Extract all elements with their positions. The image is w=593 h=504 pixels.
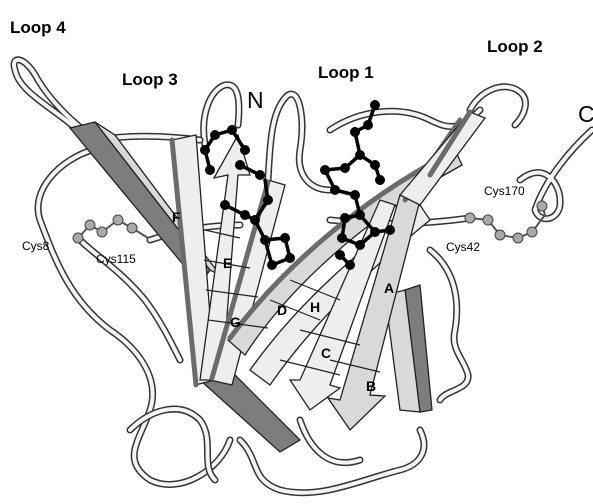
- label-loop-3: Loop 3: [122, 70, 178, 89]
- label-strand-c: C: [321, 345, 331, 361]
- label-strand-f: F: [172, 209, 181, 225]
- label-c-terminus: C: [578, 101, 593, 127]
- label-strand-b: B: [366, 378, 376, 394]
- label-cys8: Cys8: [22, 239, 50, 253]
- label-cys115: Cys115: [96, 252, 136, 266]
- label-strand-g: G: [230, 314, 241, 330]
- label-loop-1: Loop 1: [318, 63, 374, 82]
- label-cys170: Cys170: [484, 184, 525, 198]
- beta-sheets: [172, 112, 485, 430]
- label-strand-d: D: [277, 302, 287, 318]
- label-n-terminus: N: [247, 87, 264, 113]
- disulfide-cys8-cys115: [73, 215, 148, 243]
- label-strand-a: A: [384, 280, 394, 296]
- label-cys42: Cys42: [446, 240, 480, 254]
- label-loop-2: Loop 2: [487, 37, 543, 56]
- label-strand-h: H: [310, 299, 320, 315]
- label-strand-e: E: [223, 255, 232, 271]
- label-loop-4: Loop 4: [10, 18, 66, 37]
